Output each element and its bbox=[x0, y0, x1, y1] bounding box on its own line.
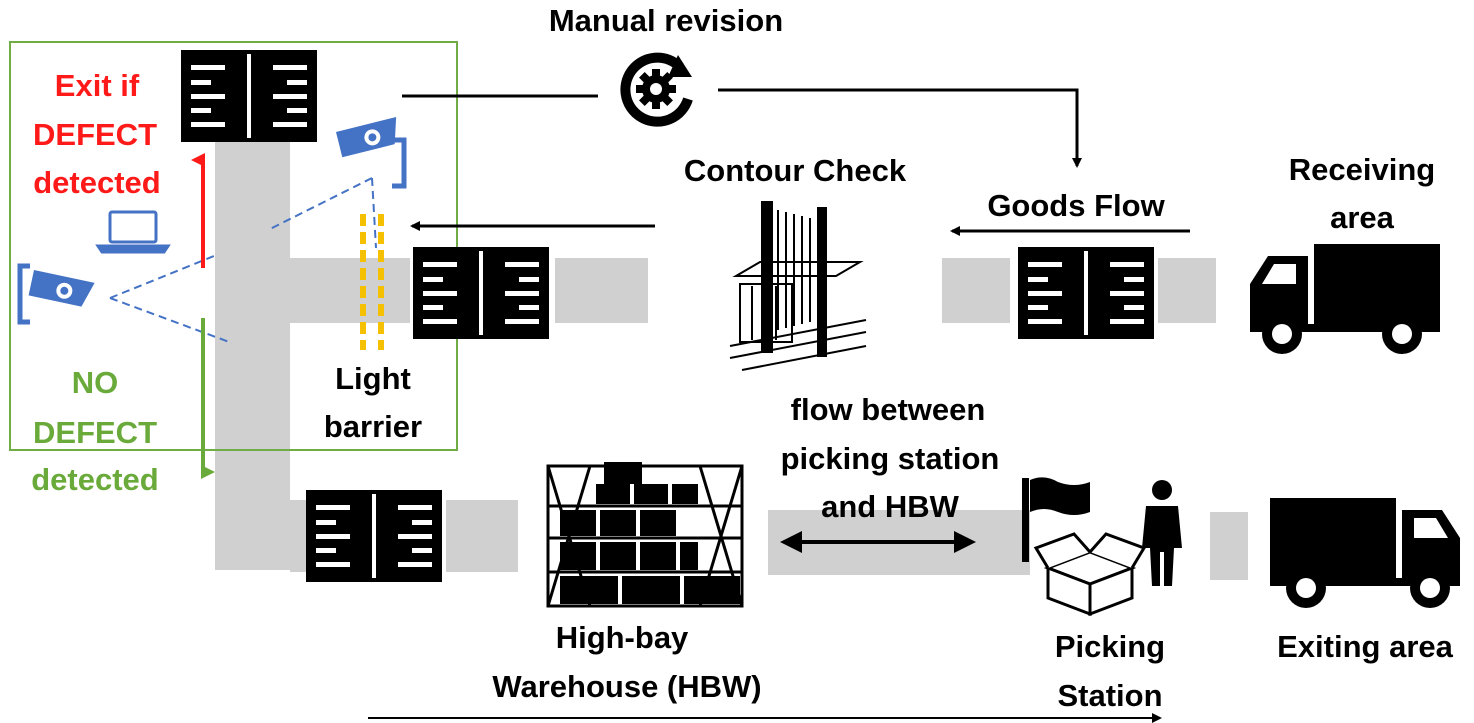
picking-line-1: Picking bbox=[1055, 629, 1165, 664]
hbw-line-2: Warehouse (HBW) bbox=[492, 669, 761, 704]
manual-revision-label: Manual revision bbox=[549, 3, 783, 38]
hbw-line-1: High-bay bbox=[556, 620, 689, 655]
camera-icon bbox=[336, 117, 403, 158]
revision-arrow-right bbox=[718, 88, 1082, 168]
pallet-icon bbox=[306, 490, 442, 582]
contour-check-label: Contour Check bbox=[684, 153, 907, 188]
exit-line-3: detected bbox=[33, 165, 160, 200]
light-line-1: Light bbox=[335, 361, 411, 396]
lower-conveyor-branch bbox=[290, 500, 308, 572]
flow-between-label: flow between picking station and HBW bbox=[781, 392, 1000, 524]
pallet-icon bbox=[1018, 247, 1154, 339]
rack-icon bbox=[546, 462, 744, 608]
flag-icon bbox=[1022, 477, 1090, 562]
exit-line-2: DEFECT bbox=[33, 117, 157, 152]
no-defect-line-3: detected bbox=[31, 462, 158, 497]
receiving-line-1: Receiving bbox=[1289, 152, 1435, 187]
picking-station-label: Picking Station bbox=[1055, 629, 1165, 713]
contour-frame-icon bbox=[729, 201, 867, 371]
flow-line-3: and HBW bbox=[821, 489, 960, 524]
truck-icon bbox=[1270, 498, 1460, 608]
gear-refresh-icon bbox=[620, 52, 693, 127]
camera-icon bbox=[28, 270, 95, 309]
person-icon bbox=[1142, 480, 1182, 586]
picking-line-2: Station bbox=[1057, 678, 1162, 713]
goods-flow-label: Goods Flow bbox=[987, 188, 1165, 223]
vertical-conveyor bbox=[215, 140, 290, 570]
truck-icon bbox=[1250, 244, 1440, 354]
receiving-area-label: Receiving area bbox=[1289, 152, 1435, 235]
no-defect-line-1: NO bbox=[72, 365, 119, 400]
light-barrier-label: Light barrier bbox=[324, 361, 422, 444]
conveyor-system bbox=[215, 140, 1248, 580]
no-defect-label: NO DEFECT detected bbox=[31, 365, 158, 497]
hbw-label: High-bay Warehouse (HBW) bbox=[492, 620, 761, 704]
pallet-icon bbox=[181, 50, 317, 142]
exit-defect-label: Exit if DEFECT detected bbox=[33, 68, 161, 200]
laptop-icon bbox=[95, 210, 171, 254]
flow-line-2: picking station bbox=[781, 441, 1000, 476]
light-barrier-icon bbox=[360, 214, 384, 350]
pallet-icon bbox=[413, 247, 549, 339]
light-line-2: barrier bbox=[324, 409, 422, 444]
no-defect-line-2: DEFECT bbox=[33, 415, 157, 450]
inspection-zone-box bbox=[9, 41, 458, 451]
camera-mount bbox=[392, 137, 407, 189]
exit-line-1: Exit if bbox=[55, 68, 140, 103]
camera-sight-lines bbox=[109, 177, 377, 344]
receiving-line-2: area bbox=[1330, 200, 1395, 235]
exiting-area-label: Exiting area bbox=[1277, 629, 1453, 664]
upper-conveyor-branch bbox=[290, 258, 410, 323]
flow-line-1: flow between bbox=[791, 392, 986, 427]
box-icon bbox=[1033, 532, 1147, 617]
